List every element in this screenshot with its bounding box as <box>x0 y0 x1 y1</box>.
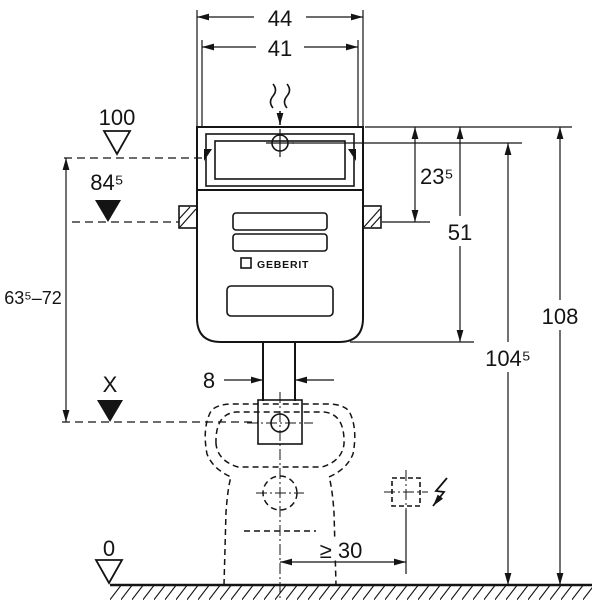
dim-min-side-distance-label: ≥ 30 <box>320 538 363 563</box>
cistern-outline <box>196 126 364 343</box>
dim-pipe-width-label: 8 <box>203 368 215 393</box>
dim-total-height-label: 108 <box>542 304 579 329</box>
fastening-tab-left <box>204 149 212 161</box>
access-opening <box>226 285 334 317</box>
fastening-tab-right <box>348 149 356 161</box>
bowl-rim-contour <box>215 411 345 468</box>
level-100-label: 100 <box>99 105 136 130</box>
dim-adjust-range-label: 63⁵–72 <box>4 288 62 308</box>
lightning-icon <box>432 477 448 507</box>
wave-line <box>283 83 291 109</box>
level-marker-x: X <box>62 372 258 423</box>
brand-logo-mark <box>240 257 252 269</box>
level-marker-845: 84⁵ <box>72 170 179 223</box>
label-halo <box>254 2 306 28</box>
level-triangle-open <box>94 559 124 585</box>
dim-cistern-height-label: 51 <box>448 220 472 245</box>
dim-adjust-range: 63⁵–72 <box>4 158 70 422</box>
level-triangle-filled <box>97 400 123 422</box>
cistern: GEBERIT <box>178 126 382 343</box>
dim-total-height: 108 <box>536 127 584 585</box>
dim-inner-width-label: 41 <box>268 36 292 61</box>
dim-min-side-distance: ≥ 30 <box>280 510 407 574</box>
dim-outer-width-label: 44 <box>268 6 292 31</box>
wave-line <box>269 83 277 109</box>
level-triangle-open <box>102 130 132 156</box>
dim-cistern-height: 51 <box>350 127 476 343</box>
water-supply-icon <box>269 83 291 125</box>
level-845-label: 84⁵ <box>90 170 124 195</box>
level-marker-0: 0 <box>94 536 124 585</box>
label-halo <box>536 300 584 330</box>
access-slot <box>232 212 328 231</box>
label-halo <box>480 342 536 372</box>
level-0-label: 0 <box>103 536 115 561</box>
dim-supply-height: 104⁵ <box>480 143 536 585</box>
dim-inner-width: 41 <box>201 33 359 126</box>
ground-line <box>110 583 592 600</box>
dim-valve-depth: 23⁵ <box>292 126 572 223</box>
dim-pipe-width: 8 <box>203 368 334 393</box>
mounting-bracket-left <box>178 205 198 229</box>
floor-hatching <box>110 586 592 600</box>
mounting-bracket-right <box>362 205 382 229</box>
bracket-hatch <box>178 206 191 220</box>
bracket-hatch <box>179 208 197 228</box>
level-marker-100: 100 <box>64 105 206 159</box>
label-halo <box>308 538 372 560</box>
brand-logo-text: GEBERIT <box>257 259 309 271</box>
access-slot <box>232 233 328 252</box>
label-halo <box>444 216 476 246</box>
power-connection-box <box>384 470 448 514</box>
level-x-label: X <box>103 372 118 397</box>
toilet-outline <box>204 392 356 598</box>
dim-supply-height-label: 104⁵ <box>485 346 531 371</box>
bracket-hatch <box>363 208 381 228</box>
label-halo <box>256 33 304 59</box>
level-triangle-filled <box>95 200 121 222</box>
dim-valve-depth-label: 23⁵ <box>420 164 454 189</box>
dim-outer-width: 44 <box>196 2 364 126</box>
bracket-hatch <box>370 215 382 228</box>
